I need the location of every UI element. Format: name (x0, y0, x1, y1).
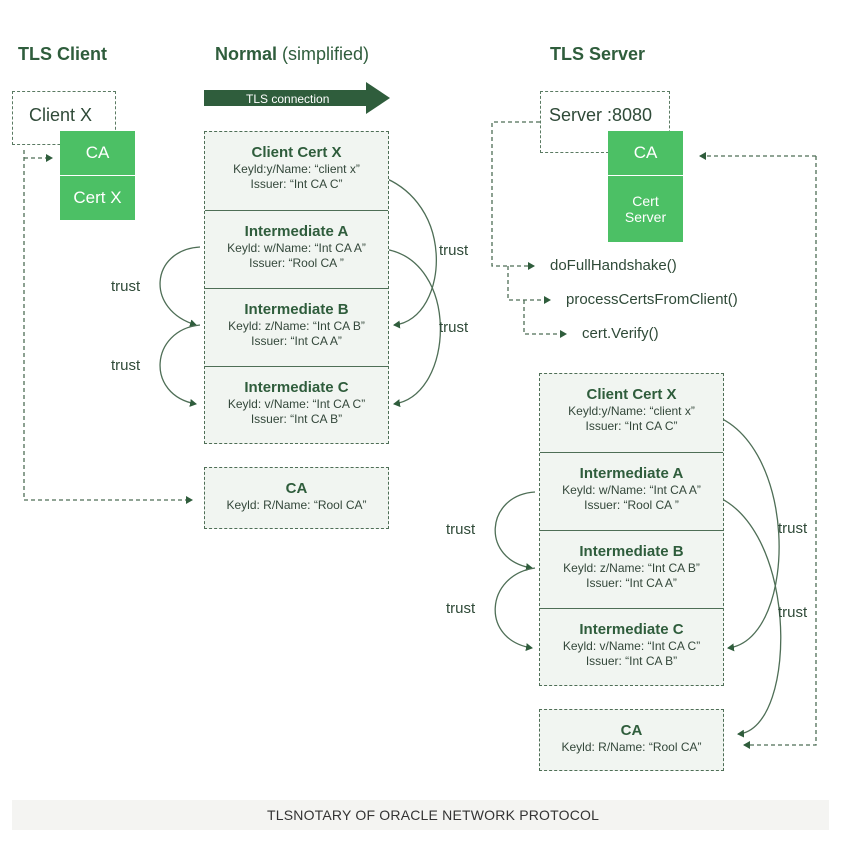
cell-title: Client Cert X (586, 386, 677, 403)
trust-label: trust (778, 520, 808, 537)
cell-title: Client Cert X (251, 144, 342, 161)
root-ca-cell: CA Keyld: R/Name: “Rool CA” (540, 710, 723, 770)
cell-issuer: Issuer: “Rool CA ” (249, 256, 344, 270)
cell-issuer: Issuer: “Int CA A” (251, 334, 342, 348)
right-cert-chain: Client Cert X Keyld:y/Name: “client x” I… (539, 373, 724, 686)
server-cert-block: Cert Server (608, 176, 683, 242)
cell-title: Intermediate A (244, 223, 349, 240)
do-full-handshake-label: doFullHandshake() (550, 257, 677, 274)
cell-keyid: Keyld: z/Name: “Int CA B” (563, 561, 700, 575)
chain-cell-client-cert: Client Cert X Keyld:y/Name: “client x” I… (540, 374, 723, 452)
client-ca-block: CA (60, 131, 135, 175)
trust-label: trust (439, 242, 469, 259)
cell-keyid: Keyld: v/Name: “Int CA C” (227, 397, 366, 411)
cell-title: Intermediate C (579, 621, 684, 638)
cert-verify-label: cert.Verify() (582, 325, 659, 342)
chain-cell-intermediate-a: Intermediate A Keyld: w/Name: “Int CA A”… (205, 210, 388, 288)
root-keyid: Keyld: R/Name: “Rool CA” (226, 498, 367, 512)
footer-text: TLSNOTARY OF ORACLE NETWORK PROTOCOL (267, 807, 600, 823)
cell-issuer: Issuer: “Int CA B” (585, 654, 678, 668)
trust-label: trust (446, 521, 476, 538)
cell-keyid: Keyld: w/Name: “Int CA A” (227, 241, 366, 255)
trust-label: trust (446, 600, 476, 617)
normal-heading-bold: Normal (215, 44, 278, 64)
cell-keyid: Keyld:y/Name: “client x” (233, 162, 360, 176)
client-to-ca-connector (23, 150, 193, 504)
chain-cell-client-cert: Client Cert X Keyld:y/Name: “client x” I… (205, 132, 388, 210)
chain-cell-intermediate-b: Intermediate B Keyld: z/Name: “Int CA B”… (205, 288, 388, 366)
cell-title: Intermediate C (244, 379, 349, 396)
cell-title: Intermediate B (579, 543, 684, 560)
root-title: CA (285, 480, 308, 497)
chain-cell-intermediate-c: Intermediate C Keyld: v/Name: “Int CA C”… (205, 366, 388, 444)
cell-issuer: Issuer: “Rool CA ” (584, 498, 679, 512)
server-ca-block: CA (608, 131, 683, 175)
cell-issuer: Issuer: “Int CA C” (585, 419, 678, 433)
cell-keyid: Keyld: z/Name: “Int CA B” (228, 319, 365, 333)
trust-label: trust (111, 357, 141, 374)
chain-cell-intermediate-b: Intermediate B Keyld: z/Name: “Int CA B”… (540, 530, 723, 608)
server-cert-line1: Cert (632, 193, 659, 209)
client-cert-block: Cert X (60, 176, 135, 220)
cell-issuer: Issuer: “Int CA B” (250, 412, 343, 426)
left-cert-chain: Client Cert X Keyld:y/Name: “client x” I… (204, 131, 389, 444)
normal-heading-light: (simplified) (282, 44, 370, 64)
server-cert-line2: Server (624, 209, 667, 225)
client-x-label: Client X (29, 105, 93, 125)
trust-label: trust (439, 319, 469, 336)
root-keyid: Keyld: R/Name: “Rool CA” (561, 740, 702, 754)
cell-issuer: Issuer: “Int CA A” (586, 576, 677, 590)
chain-cell-intermediate-c: Intermediate C Keyld: v/Name: “Int CA C”… (540, 608, 723, 686)
process-certs-label: processCertsFromClient() (566, 291, 738, 308)
tls-connection-arrow-icon (204, 82, 390, 114)
cell-keyid: Keyld: v/Name: “Int CA C” (562, 639, 701, 653)
cell-title: Intermediate A (579, 465, 684, 482)
left-root-ca: CA Keyld: R/Name: “Rool CA” (204, 467, 389, 529)
chain-cell-intermediate-a: Intermediate A Keyld: w/Name: “Int CA A”… (540, 452, 723, 530)
right-root-ca: CA Keyld: R/Name: “Rool CA” (539, 709, 724, 771)
tls-client-heading: TLS Client (18, 44, 107, 64)
cell-issuer: Issuer: “Int CA C” (250, 177, 343, 191)
trust-label: trust (778, 604, 808, 621)
server-label: Server :8080 (549, 105, 653, 125)
footer-bar: TLSNOTARY OF ORACLE NETWORK PROTOCOL (12, 800, 829, 830)
cell-title: Intermediate B (244, 301, 349, 318)
tls-connection-label: TLS connection (246, 92, 330, 106)
tls-server-heading: TLS Server (550, 44, 646, 64)
server-ca-to-root-connector (743, 156, 817, 749)
root-ca-cell: CA Keyld: R/Name: “Rool CA” (205, 468, 388, 528)
cell-keyid: Keyld: w/Name: “Int CA A” (562, 483, 701, 497)
root-title: CA (620, 722, 643, 739)
cell-keyid: Keyld:y/Name: “client x” (568, 404, 695, 418)
trust-label: trust (111, 278, 141, 295)
normal-heading: Normal (simplified) (215, 44, 369, 65)
server-to-handshake-connector (491, 121, 540, 270)
